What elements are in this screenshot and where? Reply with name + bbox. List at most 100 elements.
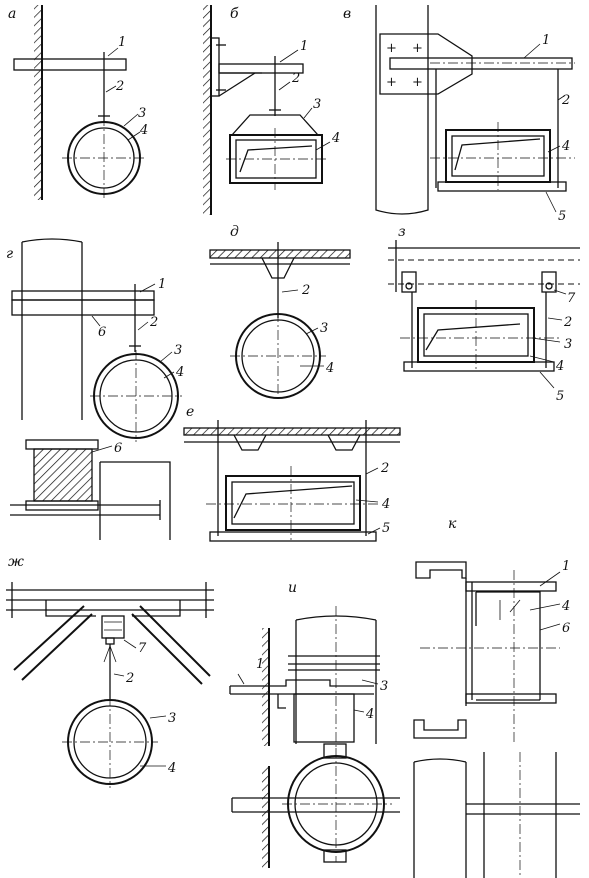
panel-label-g: г: [6, 246, 13, 262]
section-hatch: [34, 449, 92, 501]
callout-3: 3: [380, 679, 388, 694]
callout-1: 1: [118, 35, 126, 50]
callout-2: 2: [563, 315, 572, 330]
callout-3: 3: [138, 106, 146, 121]
wall-hatch-lower: [262, 766, 269, 868]
panel-g: г 1 6 2 3 4 6: [6, 238, 184, 540]
clamp-left: [401, 271, 417, 293]
callout-1: 1: [300, 39, 308, 54]
pad-block: [293, 693, 355, 743]
callout-1: 1: [256, 657, 264, 672]
column: [375, 5, 429, 215]
callout-4: 4: [381, 497, 390, 512]
callout-5: 5: [556, 389, 564, 404]
bracket-bottom: [465, 693, 557, 704]
callout-4: 4: [561, 139, 570, 154]
column: [21, 242, 83, 420]
callout-3: 3: [313, 97, 321, 112]
wall-hatch: [34, 5, 42, 200]
clamp: [101, 615, 125, 639]
callout-2: 2: [301, 283, 310, 298]
slab-hatch: [184, 428, 400, 435]
top-channel: [415, 561, 467, 579]
bracket-strut: [218, 72, 256, 97]
callout-2: 2: [561, 93, 570, 108]
duct-outer: [225, 475, 361, 531]
duct-lower: [483, 752, 557, 878]
panel-label-b: б: [230, 6, 239, 22]
panel-zh: ж 7 2 3 4: [6, 554, 214, 788]
callout-4: 4: [139, 123, 148, 138]
support-plate: [403, 361, 555, 372]
callout-4: 4: [325, 361, 334, 376]
panel-i: и 1 3 4: [229, 580, 400, 868]
callout-6: 6: [98, 325, 106, 340]
duct-inner: [231, 481, 355, 525]
callout-6b: 6: [114, 441, 122, 456]
bracket-top: [465, 581, 557, 592]
callout-4: 4: [331, 131, 340, 146]
bracket-beam: [389, 57, 573, 70]
panel-e: е 2 4 5: [183, 404, 401, 542]
panel-label-i: и: [288, 580, 297, 596]
panel-b: б 1 2 3 4: [203, 5, 340, 215]
wall-plate: [210, 37, 220, 97]
duct-outer: [445, 129, 551, 183]
callout-2: 2: [380, 461, 389, 476]
support-plate: [209, 531, 377, 542]
svg-text:+: +: [386, 41, 397, 56]
callout-5: 5: [558, 209, 566, 224]
gusset-plate: [379, 33, 473, 95]
svg-text:+: +: [412, 41, 423, 56]
callout-3: 3: [168, 711, 176, 726]
hanger-yoke: [231, 114, 319, 136]
callout-1: 1: [542, 33, 550, 48]
callout-4: 4: [365, 707, 374, 722]
column-lower: [413, 762, 467, 878]
duct-side: [475, 591, 541, 701]
panel-label-zh: ж: [8, 554, 24, 570]
bottom-channel: [413, 719, 467, 739]
svg-text:+: +: [386, 75, 397, 90]
callout-7: 7: [567, 291, 576, 306]
panel-a: а 1 2 3 4: [8, 5, 148, 200]
wall-hatch-upper: [262, 628, 269, 746]
callout-2: 2: [115, 79, 124, 94]
panel-label-z: з: [398, 224, 406, 240]
panel-v: в + + + + 1 2 4 5: [343, 5, 575, 224]
callout-4: 4: [167, 761, 176, 776]
bracket-beam: [218, 63, 304, 74]
callout-3: 3: [320, 321, 328, 336]
callout-2: 2: [149, 315, 158, 330]
bracket-beam: [13, 58, 127, 71]
callout-5: 5: [382, 521, 390, 536]
panel-label-e: е: [186, 404, 194, 420]
panel-label-k: к: [448, 516, 457, 532]
bracket-beam: [11, 290, 155, 301]
callout-2: 2: [291, 71, 300, 86]
panel-label-v: в: [343, 6, 351, 22]
strut-right: [139, 605, 211, 677]
callout-6: 6: [562, 621, 570, 636]
panel-z: з 7 2 3 4 5: [388, 224, 580, 404]
callout-1: 1: [562, 559, 570, 574]
panel-d: д 2 3 4: [209, 224, 351, 400]
callout-4: 4: [555, 359, 564, 374]
callout-2: 2: [125, 671, 134, 686]
section-top-flange: [25, 439, 99, 450]
callout-7: 7: [138, 641, 147, 656]
support-plate: [437, 181, 567, 192]
pipe-upper: [295, 620, 377, 744]
slab-hatch: [210, 250, 350, 258]
panel-k: к 1 4 6: [413, 516, 580, 878]
wall-hatch: [203, 5, 211, 215]
bracket-beam: [230, 679, 374, 687]
callout-3: 3: [564, 337, 572, 352]
callout-1: 1: [158, 277, 166, 292]
panel-label-a: а: [8, 6, 16, 22]
callout-4: 4: [561, 599, 570, 614]
strut-left: [13, 605, 85, 671]
panel-label-d: д: [230, 224, 239, 240]
svg-text:+: +: [412, 75, 423, 90]
